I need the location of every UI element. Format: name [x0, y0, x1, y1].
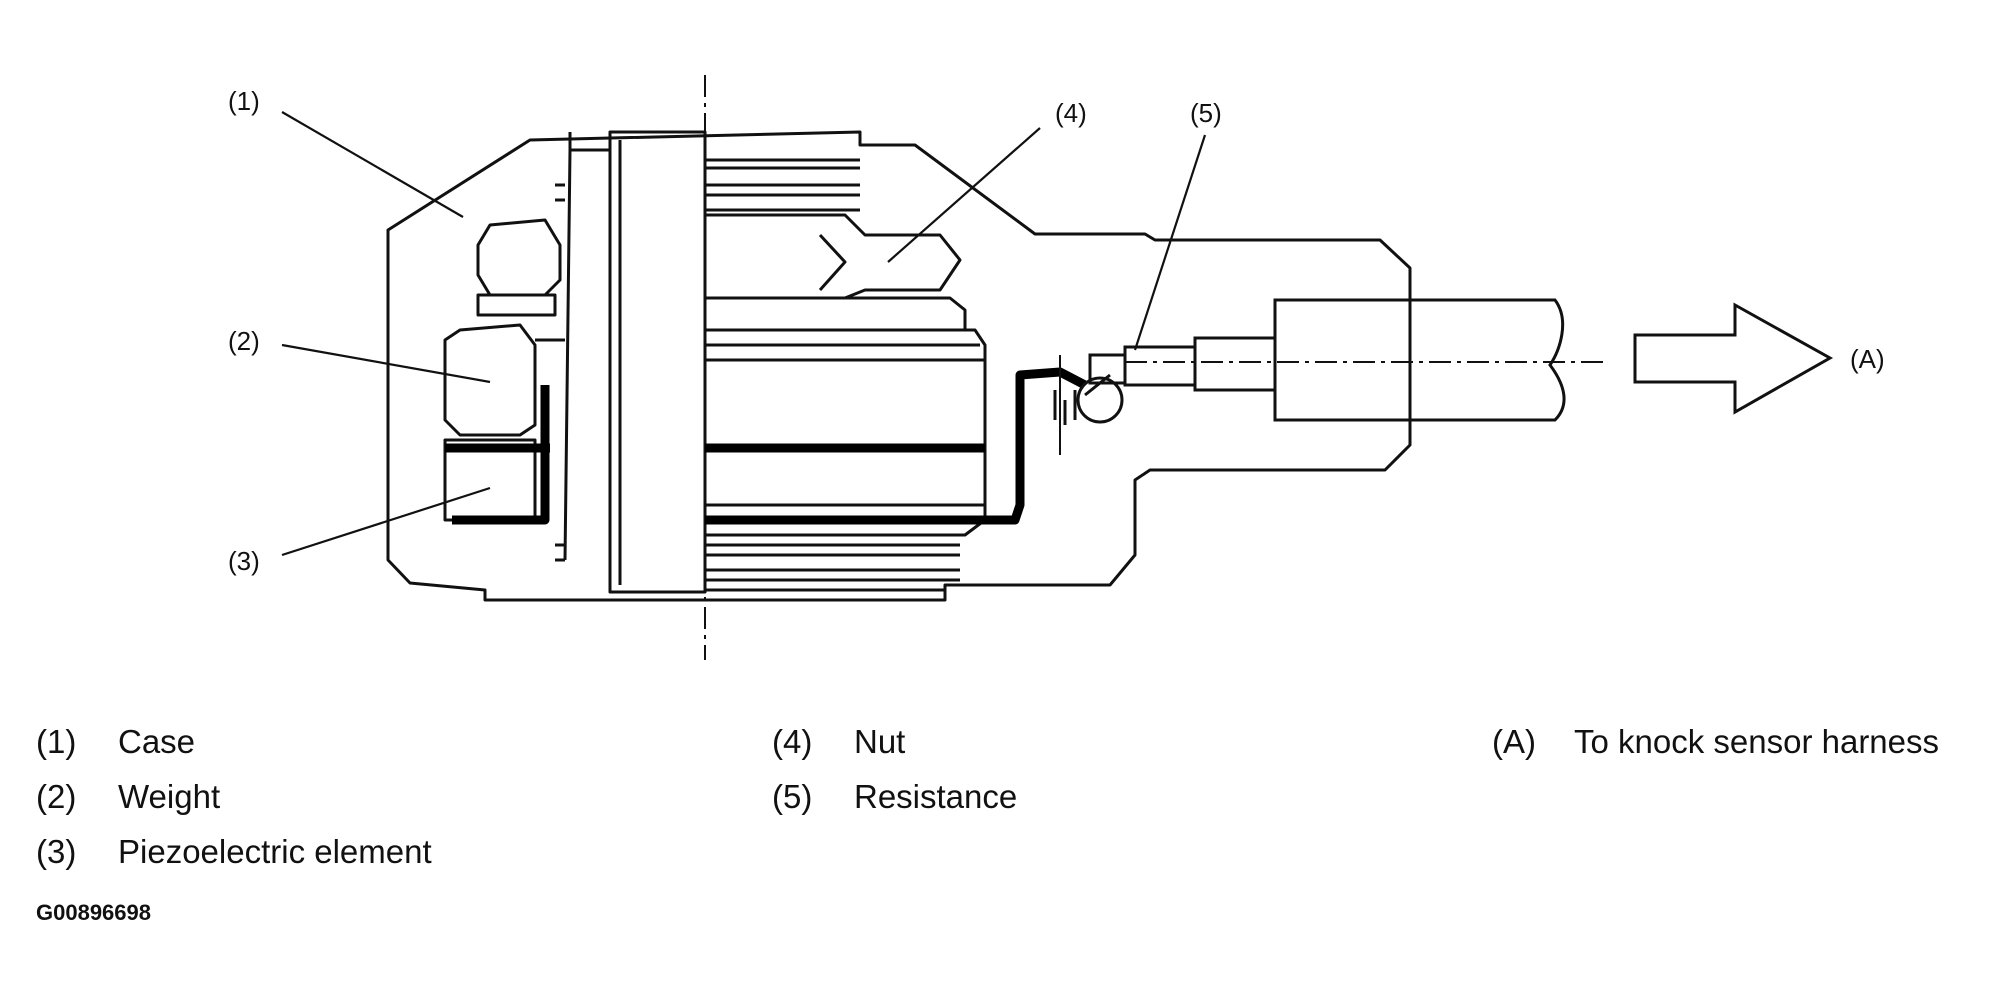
legend-item-A: (A) To knock sensor harness: [1492, 725, 1939, 758]
callout-3: (3): [228, 546, 260, 576]
legend-item-2: (2) Weight: [36, 780, 220, 813]
legend-item-1: (1) Case: [36, 725, 195, 758]
legend-num: (A): [1492, 723, 1536, 760]
callout-2: (2): [228, 326, 260, 356]
legend-num: (3): [36, 833, 77, 870]
case-outline: [386, 130, 1412, 602]
legend-num: (4): [772, 723, 813, 760]
thread-left: [555, 149, 572, 562]
callout-5: (5): [1190, 98, 1222, 128]
legend-label: Nut: [854, 723, 906, 760]
legend-label: Case: [118, 723, 196, 760]
thread-right-top: [705, 158, 860, 212]
legend-label: Weight: [118, 778, 221, 815]
nut-left: [476, 218, 562, 297]
legend-label: Piezoelectric element: [118, 833, 432, 870]
figure-id: G00896698: [36, 900, 151, 925]
legend-num: (1): [36, 723, 77, 760]
nut-shape: [705, 213, 962, 300]
harness-arrow: [1633, 302, 1834, 415]
callout-4: (4): [1055, 98, 1087, 128]
callout-A: (A): [1850, 344, 1885, 374]
leader-1: [281, 111, 464, 218]
center-bolt: [608, 130, 707, 594]
leader-4: [887, 127, 1041, 263]
legend-num: (2): [36, 778, 77, 815]
weight-shape: [443, 323, 537, 437]
legend-item-5: (5) Resistance: [772, 780, 1017, 813]
callout-1: (1): [228, 86, 260, 116]
harness-connector: [1273, 298, 1566, 422]
legend-label: To knock sensor harness: [1574, 723, 1940, 760]
leader-3: [281, 486, 491, 557]
terminal-ring: [1076, 376, 1124, 424]
legend-item-4: (4) Nut: [772, 725, 905, 758]
legend-num: (5): [772, 778, 813, 815]
legend-item-3: (3) Piezoelectric element: [36, 835, 432, 868]
leader-5: [1133, 134, 1207, 351]
leader-2: [281, 343, 491, 384]
thread-right-bottom: [705, 543, 960, 592]
legend-label: Resistance: [854, 778, 1018, 815]
wire-path: [445, 367, 1088, 525]
